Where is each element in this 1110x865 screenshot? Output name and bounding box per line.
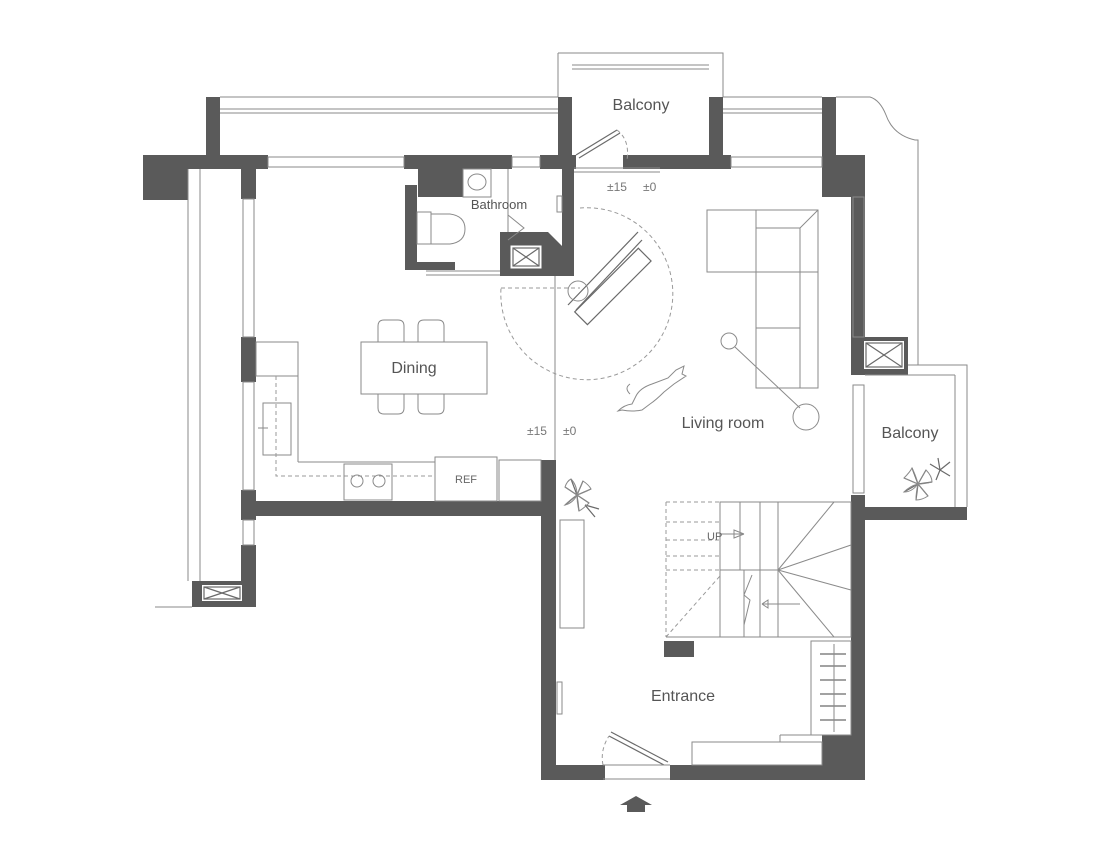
level-label: ±15 [527, 424, 547, 438]
bathroom-fixtures [416, 168, 563, 276]
level-label: ±15 [607, 180, 627, 194]
stair-up-label: UP [707, 531, 722, 543]
kitchen [255, 341, 542, 502]
room-label-dining: Dining [391, 360, 436, 377]
level-label: ±0 [563, 424, 577, 438]
window-lines [155, 52, 968, 608]
room-label-entrance: Entrance [651, 688, 715, 705]
room-label-living-room: Living room [682, 415, 765, 432]
floor-lamp-icon [720, 332, 820, 431]
ref-label: REF [455, 474, 477, 486]
toilet-icon [430, 213, 466, 245]
room-label-bathroom: Bathroom [471, 197, 527, 212]
room-label-balcony-top: Balcony [613, 97, 670, 114]
pivot-door [500, 207, 674, 460]
staircase [665, 501, 852, 638]
room-label-balcony-right: Balcony [882, 425, 939, 442]
plant-icon [563, 478, 600, 518]
stove-icon [343, 463, 393, 501]
walls [143, 97, 967, 780]
duct-boxes [202, 245, 904, 601]
plant-icon [929, 457, 951, 481]
cat-icon [616, 365, 687, 412]
sofa [706, 209, 819, 389]
dining-furniture [360, 319, 488, 415]
entry-arrow-icon [620, 796, 652, 812]
plant-icon [902, 466, 933, 501]
level-label: ±0 [643, 180, 657, 194]
balcony-door [574, 129, 660, 173]
entrance-furniture [556, 519, 852, 780]
sink-icon [467, 173, 487, 191]
